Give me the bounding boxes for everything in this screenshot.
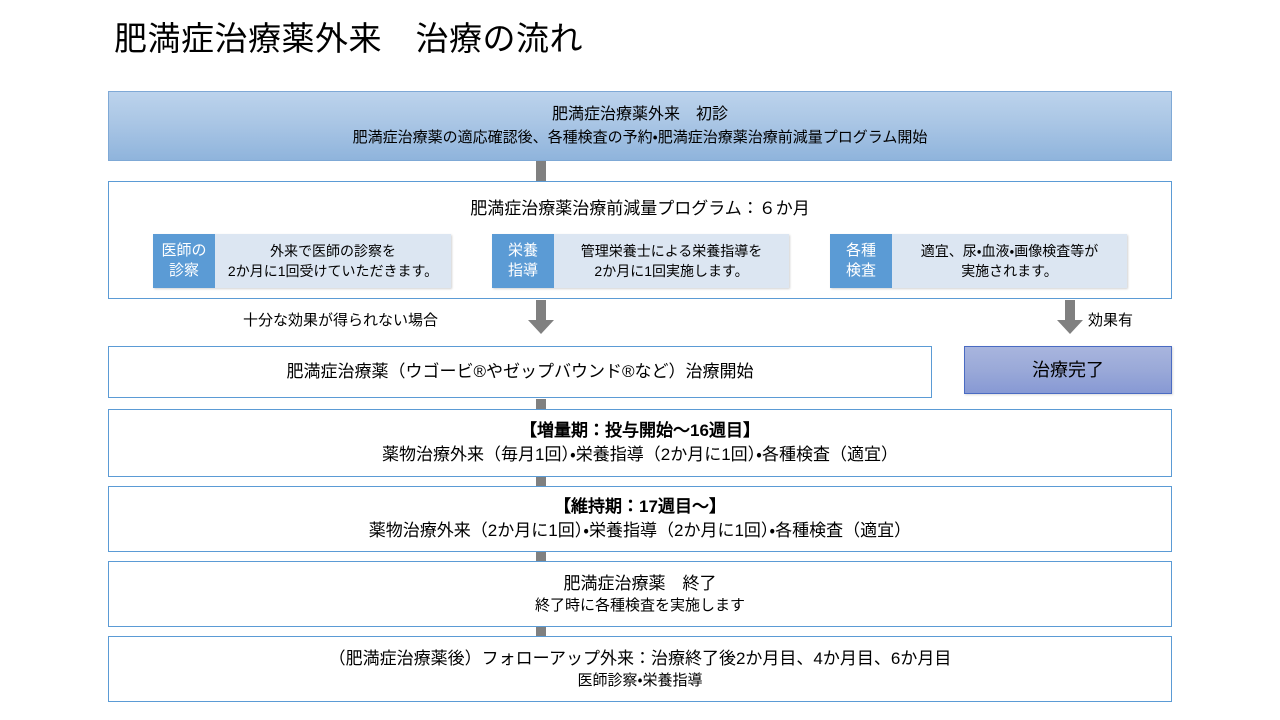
treatment-end-heading: 肥満症治療薬 終了 — [563, 574, 717, 593]
flow-box-treatment-start: 肥満症治療薬（ウゴービ®やゼップバウンド®など）治療開始 — [108, 346, 932, 398]
program-card-chip: 栄養 指導 — [492, 234, 554, 288]
program-card-nutrition-guidance: 栄養 指導 管理栄養士による栄養指導を 2か月に1回実施します。 — [492, 234, 789, 288]
flow-box-maintenance-phase: 【維持期：17週目〜】 薬物治療外来（2か月に1回）・栄養指導（2か月に1回）・… — [108, 486, 1172, 552]
flow-box-initial-visit: 肥満症治療薬外来 初診 肥満症治療薬の適応確認後、各種検査の予約・肥満症治療薬治… — [108, 91, 1172, 161]
body-line-2: 実施されます。 — [961, 263, 1058, 279]
flow-box-pretreatment-program: 肥満症治療薬治療前減量プログラム：６か月 医師の 診察 外来で医師の診察を 2か… — [108, 181, 1172, 299]
flow-box-followup: （肥満症治療薬後）フォローアップ外来：治療終了後2か月目、4か月目、6か月目 医… — [108, 636, 1172, 702]
program-card-body: 管理栄養士による栄養指導を 2か月に1回実施します。 — [554, 234, 789, 288]
connector-initial-to-program — [536, 161, 546, 181]
body-line-2: 2か月に1回受けていただきます。 — [227, 263, 439, 279]
arrow-head — [528, 320, 554, 334]
arrow-down-icon-to-treatment-complete — [1057, 300, 1083, 334]
program-title: 肥満症治療薬治療前減量プログラム：６か月 — [470, 199, 810, 218]
ramp-phase-detail: 薬物治療外来（毎月1回）・栄養指導（2か月に1回）・各種検査（適宜） — [382, 445, 898, 464]
treatment-start-text: 肥満症治療薬（ウゴービ®やゼップバウンド®など）治療開始 — [286, 362, 754, 381]
treatment-end-detail: 終了時に各種検査を実施します — [534, 597, 745, 614]
arrow-head — [1057, 320, 1083, 334]
arrow-shaft — [536, 300, 546, 320]
body-line-2: 2か月に1回実施します。 — [594, 263, 749, 279]
body-line-1: 管理栄養士による栄養指導を — [580, 243, 763, 259]
page-title: 肥満症治療薬外来 治療の流れ — [114, 20, 583, 57]
branch-label-insufficient-effect: 十分な効果が得られない場合 — [243, 312, 439, 329]
program-card-body: 外来で医師の診察を 2か月に1回受けていただきます。 — [215, 234, 451, 288]
flow-box-treatment-end: 肥満症治療薬 終了 終了時に各種検査を実施します — [108, 561, 1172, 627]
chip-line-1: 栄養 — [507, 242, 538, 259]
body-line-1: 外来で医師の診察を — [270, 243, 396, 259]
initial-visit-detail: 肥満症治療薬の適応確認後、各種検査の予約・肥満症治療薬治療前減量プログラム開始 — [352, 129, 928, 146]
program-card-chip: 各種 検査 — [830, 234, 892, 288]
followup-heading: （肥満症治療薬後）フォローアップ外来：治療終了後2か月目、4か月目、6か月目 — [328, 649, 952, 668]
ramp-phase-heading: 【増量期：投与開始〜16週目】 — [520, 421, 760, 440]
program-card-list: 医師の 診察 外来で医師の診察を 2か月に1回受けていただきます。 栄養 指導 … — [109, 234, 1171, 288]
flow-box-treatment-complete: 治療完了 — [964, 346, 1172, 394]
arrow-shaft — [1065, 300, 1075, 320]
maintenance-phase-detail: 薬物治療外来（2か月に1回）・栄養指導（2か月に1回）・各種検査（適宜） — [368, 521, 912, 540]
initial-visit-heading: 肥満症治療薬外来 初診 — [551, 106, 728, 123]
chip-line-2: 診察 — [168, 262, 199, 279]
program-card-body: 適宜、尿・血液・画像検査等が 実施されます。 — [892, 234, 1127, 288]
chip-line-1: 各種 — [845, 242, 876, 259]
program-card-doctor-visit: 医師の 診察 外来で医師の診察を 2か月に1回受けていただきます。 — [153, 234, 451, 288]
maintenance-phase-heading: 【維持期：17週目〜】 — [554, 497, 726, 516]
followup-detail: 医師診察・栄養指導 — [577, 672, 703, 689]
program-card-various-tests: 各種 検査 適宜、尿・血液・画像検査等が 実施されます。 — [830, 234, 1127, 288]
connector-maintenance-to-end — [536, 552, 546, 561]
connector-start-to-ramp — [536, 399, 546, 409]
treatment-complete-text: 治療完了 — [1032, 359, 1104, 380]
branch-label-effective: 効果有 — [1088, 312, 1134, 329]
chip-line-1: 医師の — [161, 242, 207, 259]
chip-line-2: 指導 — [507, 262, 538, 279]
connector-ramp-to-maintenance — [536, 477, 546, 486]
chip-line-2: 検査 — [845, 262, 876, 279]
flow-box-ramp-up-phase: 【増量期：投与開始〜16週目】 薬物治療外来（毎月1回）・栄養指導（2か月に1回… — [108, 409, 1172, 477]
body-line-1: 適宜、尿・血液・画像検査等が — [920, 243, 1099, 259]
connector-end-to-followup — [536, 627, 546, 636]
arrow-down-icon-to-treatment-start — [528, 300, 554, 334]
program-card-chip: 医師の 診察 — [153, 234, 215, 288]
